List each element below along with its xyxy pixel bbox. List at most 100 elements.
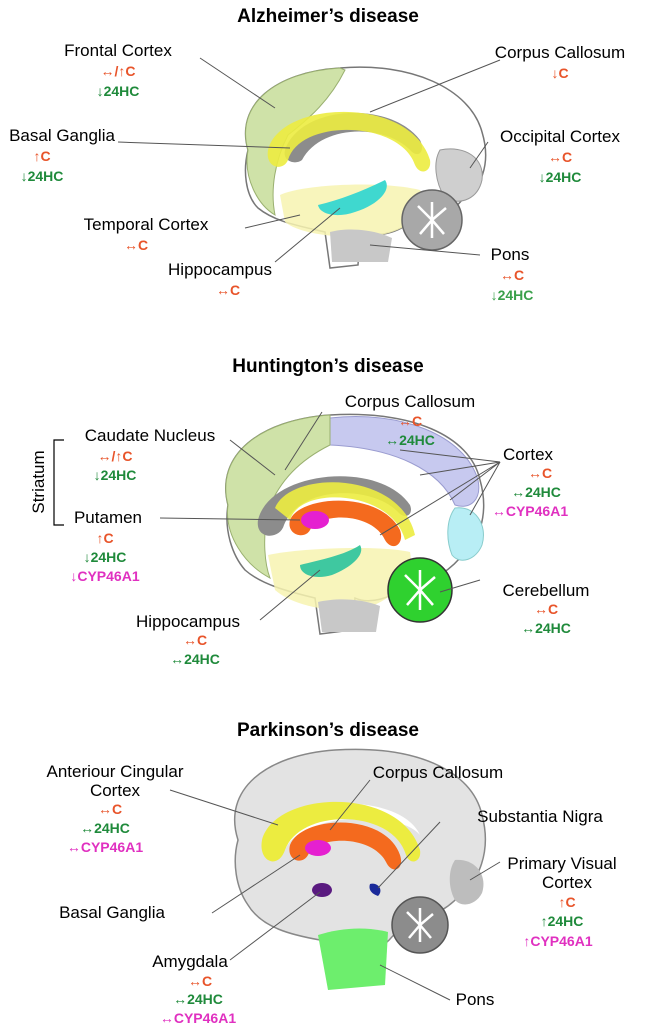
region-label-temporal-cortex: Temporal Cortex ↔C <box>84 215 209 253</box>
svg-text:↔CYP46A1: ↔CYP46A1 <box>160 1010 236 1026</box>
svg-text:Basal Ganglia: Basal Ganglia <box>9 126 115 145</box>
panel-title: Parkinson’s disease <box>237 720 419 741</box>
substantia-nigra-region <box>369 883 381 896</box>
brain-illustration <box>225 413 485 635</box>
svg-text:↔C: ↔C <box>528 465 552 481</box>
striatum-bracket: Striatum <box>29 439 64 526</box>
svg-text:↓C: ↓C <box>551 65 568 81</box>
region-label-anterior-cingular-cortex: Anteriour Cingular Cortex ↔C ↔24HC ↔CYP4… <box>46 762 183 855</box>
svg-text:Pons: Pons <box>456 990 495 1009</box>
region-label-cortex: Cortex ↔C ↔24HC ↔CYP46A1 <box>492 445 568 519</box>
leader-lines <box>159 411 501 621</box>
svg-text:↓24HC: ↓24HC <box>539 169 582 185</box>
region-label-amygdala: Amygdala ↔C ↔24HC ↔CYP46A1 <box>152 952 236 1026</box>
cerebellum-arbor <box>404 570 436 610</box>
svg-text:Anteriour Cingular: Anteriour Cingular <box>46 762 183 781</box>
svg-text:Cortex: Cortex <box>542 873 593 892</box>
svg-text:↑C: ↑C <box>33 148 50 164</box>
occipital-cortex-region <box>435 148 483 202</box>
svg-text:↔C: ↔C <box>500 267 524 283</box>
leader-lines <box>169 779 501 1001</box>
brain-illustration <box>244 66 487 269</box>
svg-text:↔24HC: ↔24HC <box>80 820 130 836</box>
svg-text:Cortex: Cortex <box>503 445 554 464</box>
cortex-region <box>329 416 480 507</box>
basal-ganglia-region <box>261 801 421 862</box>
panel-alzheimers: Alzheimer’s disease <box>9 6 625 303</box>
panel-title: Huntington’s disease <box>232 356 423 377</box>
region-label-hippocampus: Hippocampus ↔C ↔24HC <box>136 612 240 667</box>
svg-text:↔CYP46A1: ↔CYP46A1 <box>492 503 568 519</box>
svg-text:Corpus Callosum: Corpus Callosum <box>495 43 625 62</box>
region-label-occipital-cortex: Occipital Cortex ↔C ↓24HC <box>500 127 620 185</box>
svg-text:Cortex: Cortex <box>90 781 141 800</box>
svg-text:↑C: ↑C <box>558 894 575 910</box>
svg-text:↔C: ↔C <box>398 413 422 429</box>
svg-text:↔C: ↔C <box>98 801 122 817</box>
svg-text:Corpus Callosum: Corpus Callosum <box>345 392 475 411</box>
pons-region <box>318 928 388 990</box>
occipital-region <box>447 507 484 561</box>
region-label-hippocampus: Hippocampus ↔C <box>168 260 272 298</box>
panel-huntingtons: Huntington’s disease <box>29 356 589 667</box>
svg-text:↔C: ↔C <box>188 973 212 989</box>
svg-text:Putamen: Putamen <box>74 508 142 527</box>
svg-text:Hippocampus: Hippocampus <box>168 260 272 279</box>
svg-text:↓24HC: ↓24HC <box>84 549 127 565</box>
svg-text:Basal Ganglia: Basal Ganglia <box>59 903 165 922</box>
svg-text:↔C: ↔C <box>548 149 572 165</box>
striatum-label: Striatum <box>29 450 48 513</box>
leader-lines <box>117 57 501 263</box>
striatum-core <box>305 840 331 856</box>
region-label-substantia-nigra: Substantia Nigra <box>477 807 603 826</box>
region-label-putamen: Putamen ↑C ↓24HC ↓CYP46A1 <box>70 508 142 584</box>
svg-text:Hippocampus: Hippocampus <box>136 612 240 631</box>
panel-parkinsons: Parkinson’s disease <box>46 720 616 1026</box>
svg-text:↔/↑C: ↔/↑C <box>101 63 136 79</box>
svg-text:↔24HC: ↔24HC <box>173 991 223 1007</box>
temporal-region <box>268 548 411 610</box>
svg-text:↔24HC: ↔24HC <box>170 651 220 667</box>
frontal-region <box>225 414 331 580</box>
svg-text:Frontal Cortex: Frontal Cortex <box>64 41 172 60</box>
primary-visual-cortex-region <box>449 859 484 905</box>
svg-text:↔C: ↔C <box>183 632 207 648</box>
svg-text:↑24HC: ↑24HC <box>541 913 584 929</box>
region-label-corpus-callosum: Corpus Callosum ↓C <box>495 43 625 81</box>
svg-text:Amygdala: Amygdala <box>152 952 228 971</box>
region-label-cerebellum: Cerebellum ↔C ↔24HC <box>503 581 590 636</box>
pons-region <box>330 229 392 262</box>
svg-text:Occipital Cortex: Occipital Cortex <box>500 127 620 146</box>
region-label-corpus-callosum: Corpus Callosum ↔C ↔24HC <box>345 392 475 448</box>
svg-text:↔C: ↔C <box>124 237 148 253</box>
svg-text:Pons: Pons <box>491 245 530 264</box>
basal-band <box>275 482 415 540</box>
hippocampus-region <box>300 545 362 577</box>
hippocampus-region <box>318 180 387 216</box>
region-label-pons: Pons ↔C ↓24HC <box>491 245 534 303</box>
region-label-basal-ganglia: Basal Ganglia ↑C ↓24HC <box>9 126 115 184</box>
svg-text:↔24HC: ↔24HC <box>521 620 571 636</box>
svg-text:Primary Visual: Primary Visual <box>507 854 616 873</box>
region-label-caudate-nucleus: Caudate Nucleus ↔/↑C ↓24HC <box>85 426 215 483</box>
svg-text:Temporal Cortex: Temporal Cortex <box>84 215 209 234</box>
cerebellum-arbor <box>417 202 447 238</box>
svg-text:Cerebellum: Cerebellum <box>503 581 590 600</box>
svg-text:↓24HC: ↓24HC <box>21 168 64 184</box>
svg-text:↔24HC: ↔24HC <box>385 432 435 448</box>
pons-region <box>318 599 380 632</box>
region-label-frontal-cortex: Frontal Cortex ↔/↑C ↓24HC <box>64 41 172 99</box>
svg-text:↓CYP46A1: ↓CYP46A1 <box>70 568 139 584</box>
svg-text:↔CYP46A1: ↔CYP46A1 <box>67 839 143 855</box>
svg-text:Caudate Nucleus: Caudate Nucleus <box>85 426 215 445</box>
svg-text:↑CYP46A1: ↑CYP46A1 <box>523 933 592 949</box>
amygdala-region <box>312 883 332 897</box>
svg-text:↔C: ↔C <box>534 601 558 617</box>
svg-text:↔/↑C: ↔/↑C <box>98 448 133 464</box>
putamen-core <box>301 511 329 529</box>
svg-text:↑C: ↑C <box>96 530 113 546</box>
cerebellum-arbor <box>406 908 434 942</box>
svg-text:↓24HC: ↓24HC <box>491 287 534 303</box>
svg-text:↓24HC: ↓24HC <box>94 467 137 483</box>
